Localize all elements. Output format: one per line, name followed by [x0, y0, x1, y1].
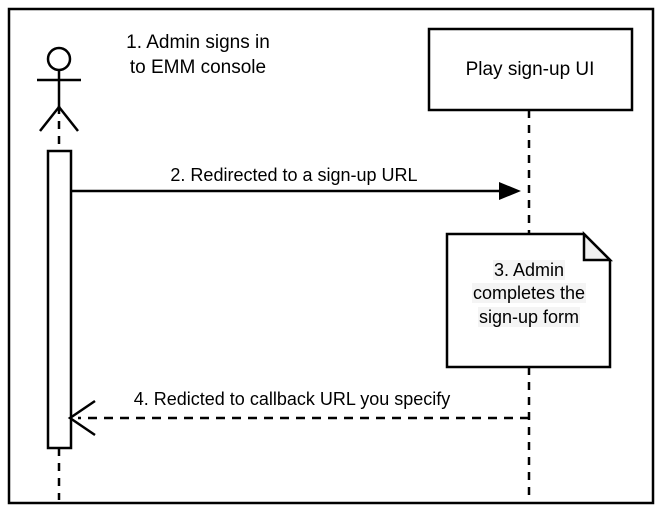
message-label-step2: 2. Redirected to a sign-up URL: [170, 165, 418, 185]
note-step3-line2: completes the: [471, 283, 587, 304]
activation-bar-admin: [46, 149, 73, 450]
actor-admin-figure: [37, 46, 81, 132]
annotation-step1-line2: to EMM console: [129, 56, 267, 78]
message-label-step4: 4. Redicted to callback URL you specify: [133, 389, 451, 409]
annotation-step1-label: 1. Admin signs in to EMM console: [96, 31, 300, 80]
actor-head-icon: [46, 46, 72, 72]
actor-leg-right-icon: [58, 106, 79, 132]
message-arrow-step2: [70, 182, 521, 200]
annotation-step1-line1: 1. Admin signs in: [126, 32, 270, 53]
arrowhead-filled-right-icon: [499, 182, 521, 200]
message-arrow-step4: [67, 399, 529, 437]
participant-box-play-ui[interactable]: [427, 27, 634, 112]
note-step3-line1: 3. Admin: [492, 260, 566, 280]
actor-leg-left-icon: [39, 106, 60, 132]
note-fold-corner-icon: [582, 230, 614, 262]
note-step3-line3: sign-up form: [477, 306, 581, 327]
participant-label-play-ui: Play sign-up UI: [465, 59, 595, 80]
arrowhead-open-left-icon: [67, 399, 96, 437]
